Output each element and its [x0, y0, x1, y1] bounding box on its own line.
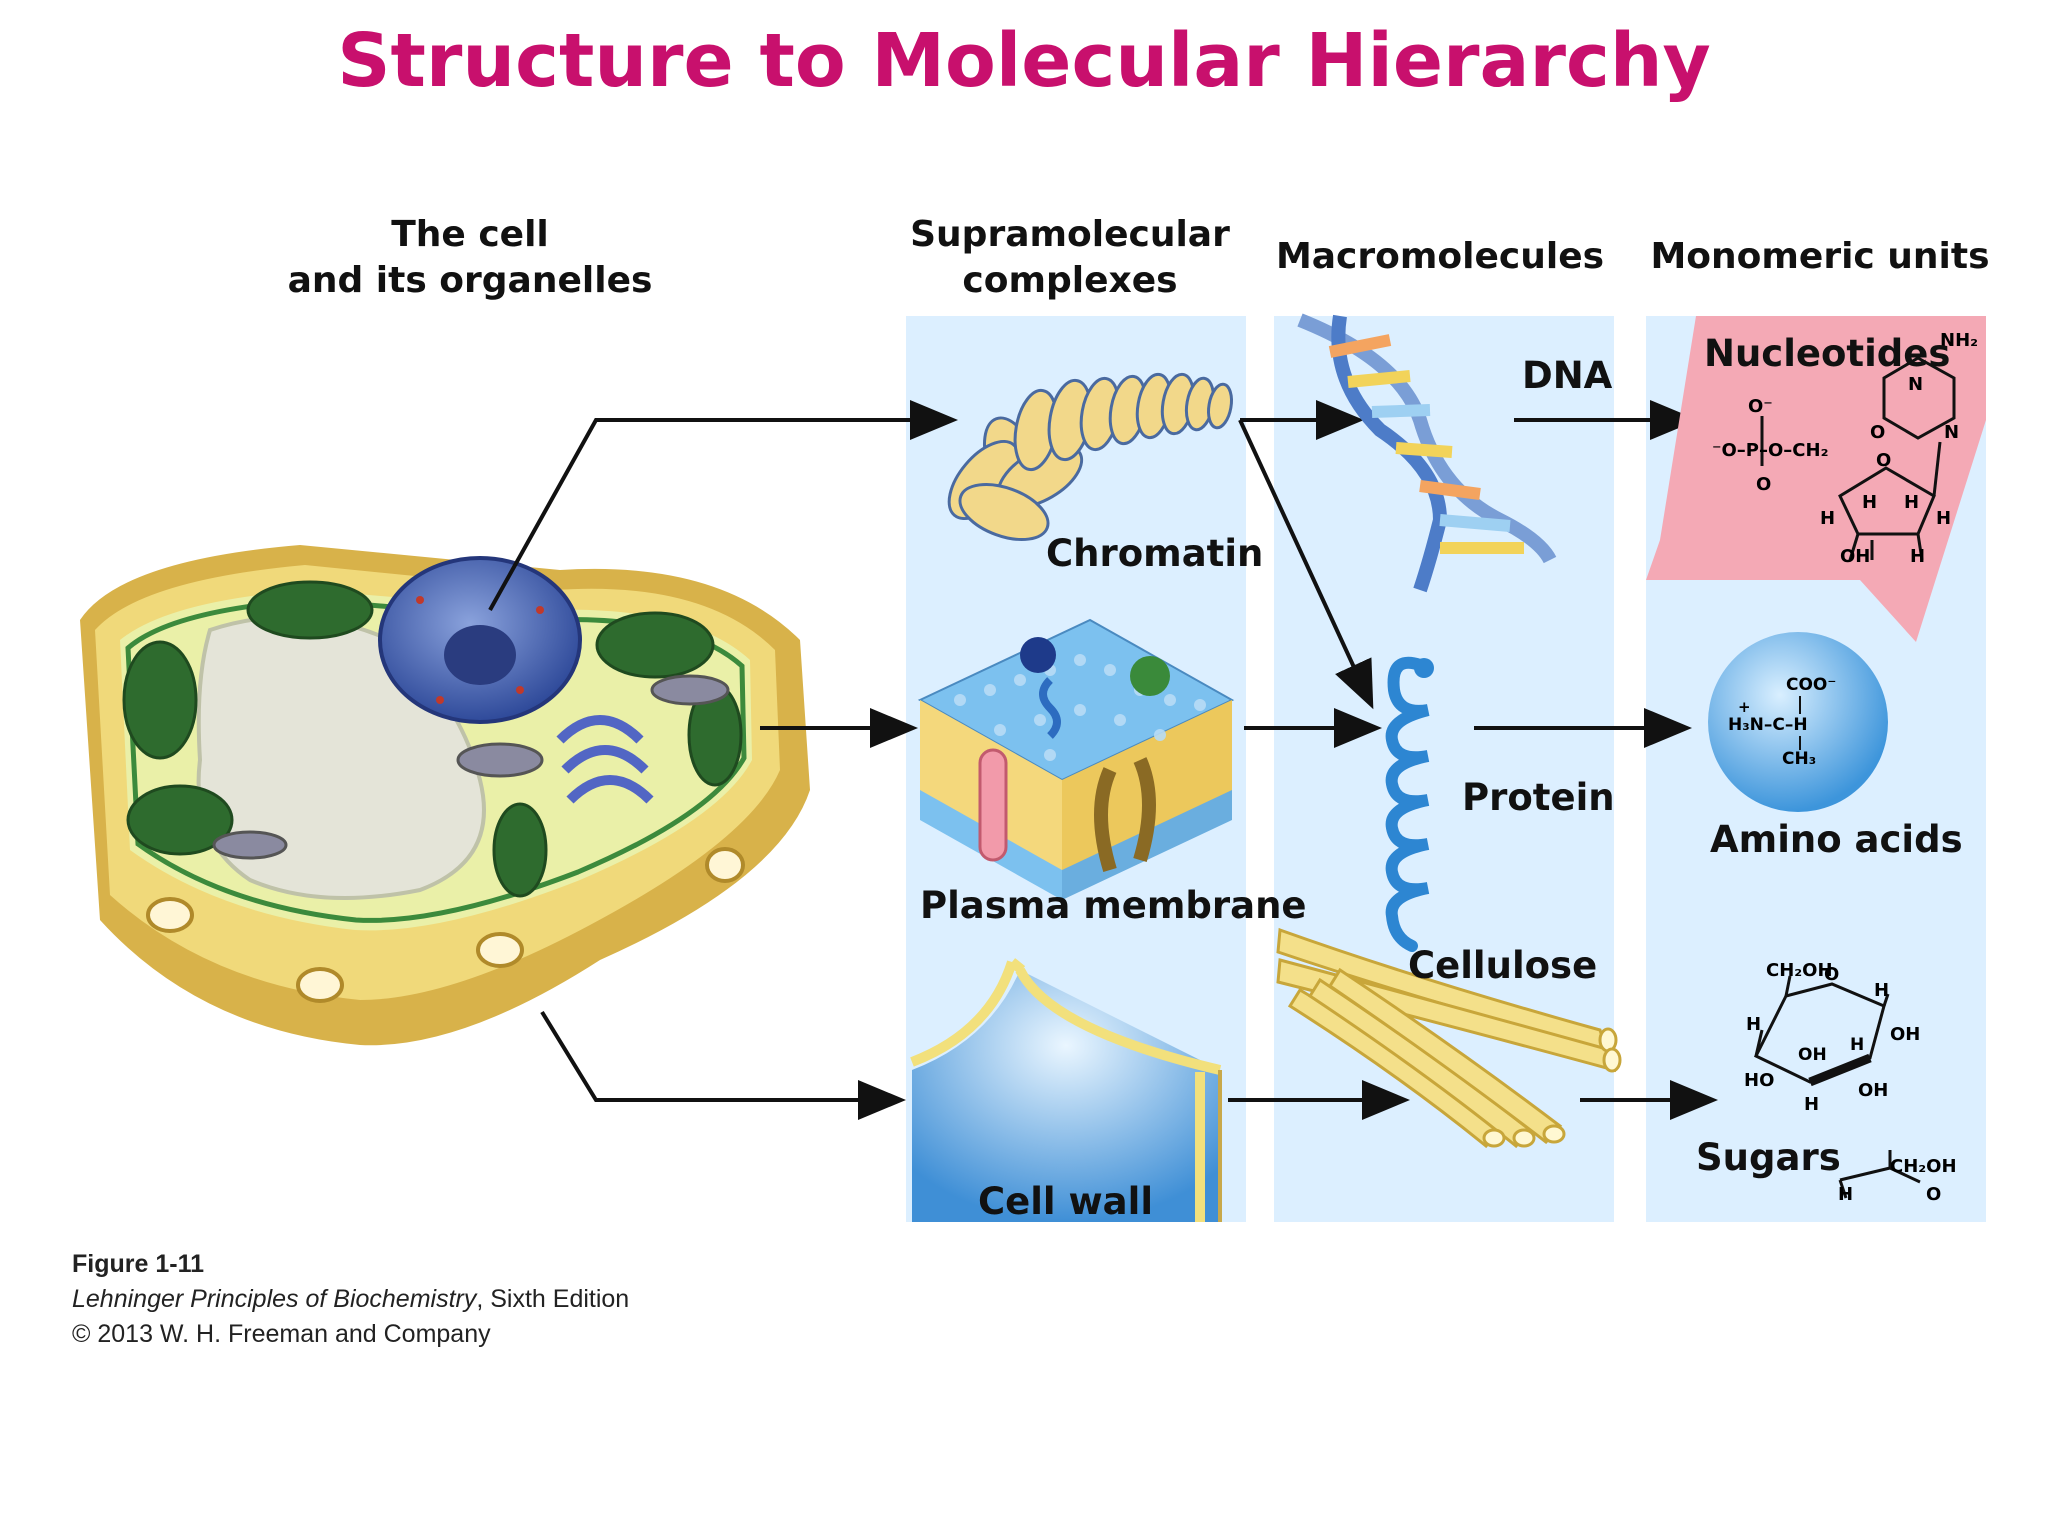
header-cell: The cell and its organelles [270, 212, 670, 304]
label-plasma-membrane: Plasma membrane [920, 884, 1307, 927]
caption-copyright: © 2013 W. H. Freeman and Company [72, 1320, 491, 1348]
nucleotide-structure [1760, 356, 1956, 561]
nucleotide-n-upper: N [1908, 374, 1923, 395]
nucleotide-h-right: H [1936, 508, 1951, 529]
sugar-ring-o: O [1824, 964, 1839, 985]
caption-edition: , Sixth Edition [476, 1285, 630, 1313]
dna-illustration [1297, 313, 1557, 593]
cellulose-illustration [1276, 927, 1622, 1149]
amino-plus: + [1738, 698, 1751, 716]
slide-title: Structure to Molecular Hierarchy [337, 18, 1711, 104]
sugar-oh-bottom: OH [1858, 1080, 1888, 1101]
amino-h3n: H₃N–C–H [1728, 715, 1808, 735]
label-amino-acids: Amino acids [1710, 818, 1963, 861]
sugar-structure [1753, 975, 1921, 1199]
header-cell-line1: The cell [391, 214, 549, 255]
arrow-cell-to-cellwall [540, 1010, 906, 1120]
nucleotide-n-lower: N [1944, 422, 1959, 443]
sugar2-h: H [1838, 1184, 1853, 1205]
nucleotide-h-bottom: H [1910, 546, 1925, 567]
sugar-h-top-right: H [1874, 980, 1889, 1001]
header-supra-line2: complexes [962, 260, 1178, 301]
header-cell-line2: and its organelles [287, 260, 653, 301]
header-monomeric-units: Monomeric units [1650, 236, 1990, 277]
sugar-h-bottom: H [1804, 1094, 1819, 1115]
nucleotide-h-inner-left: H [1862, 492, 1877, 513]
label-cellulose: Cellulose [1408, 944, 1598, 987]
sugar-h-left: H [1746, 1014, 1761, 1035]
amino-acid-sphere [1708, 632, 1888, 812]
label-cell-wall: Cell wall [978, 1180, 1154, 1223]
sugar-ho: HO [1744, 1070, 1774, 1091]
plasma-membrane-illustration [917, 618, 1235, 900]
plant-cell-illustration [80, 545, 810, 1046]
caption-book-title: Lehninger Principles of Biochemistry [72, 1285, 477, 1313]
label-chromatin: Chromatin [1046, 532, 1264, 575]
nucleotide-oh: OH [1840, 546, 1870, 567]
label-protein: Protein [1462, 776, 1615, 819]
sugar-oh-right: OH [1890, 1024, 1920, 1045]
caption-book: Lehninger Principles of Biochemistry, Si… [72, 1285, 629, 1314]
header-supra-line1: Supramolecular [910, 214, 1230, 255]
nucleotide-ring-o: O [1876, 450, 1891, 471]
label-dna: DNA [1522, 354, 1613, 397]
amino-ch3: CH₃ [1782, 749, 1816, 769]
nucleotide-background [1646, 316, 1986, 642]
sugar-oh-inner: OH [1798, 1045, 1827, 1065]
caption-figure-number: Figure 1-11 [72, 1250, 204, 1278]
figure-caption: Figure 1-11 Lehninger Principles of Bioc… [72, 1250, 629, 1349]
nucleotide-o-bottom: O [1756, 474, 1771, 495]
sugar-h-inner-right: H [1850, 1035, 1864, 1055]
sugar2-ch2oh: CH₂OH [1890, 1156, 1957, 1177]
amino-coo: COO⁻ [1786, 675, 1836, 695]
nucleotide-nh2: NH₂ [1940, 330, 1978, 351]
chromatin-illustration [947, 372, 1233, 541]
nucleotide-phosphate: ⁻O–P–O–CH₂ [1712, 440, 1828, 461]
header-macromolecules: Macromolecules [1275, 236, 1605, 277]
arrows [488, 400, 1718, 1120]
arrow-chromatin-to-protein [1238, 419, 1374, 710]
nucleotide-h-inner-right: H [1904, 492, 1919, 513]
cell-wall-illustration [910, 958, 1222, 1222]
sugar-ch2oh: CH₂OH [1766, 960, 1833, 981]
nucleotide-o-carbonyl: O [1870, 422, 1885, 443]
protein-illustration [1385, 656, 1434, 952]
label-sugars: Sugars [1696, 1136, 1841, 1179]
nucleotide-o-minus: O⁻ [1748, 396, 1773, 417]
nucleotide-h-left: H [1820, 508, 1835, 529]
arrow-cell-to-chromatin [488, 400, 958, 611]
sugar2-o: O [1926, 1184, 1941, 1205]
label-nucleotides: Nucleotides [1704, 332, 1951, 375]
header-supramolecular: Supramolecular complexes [900, 212, 1240, 304]
